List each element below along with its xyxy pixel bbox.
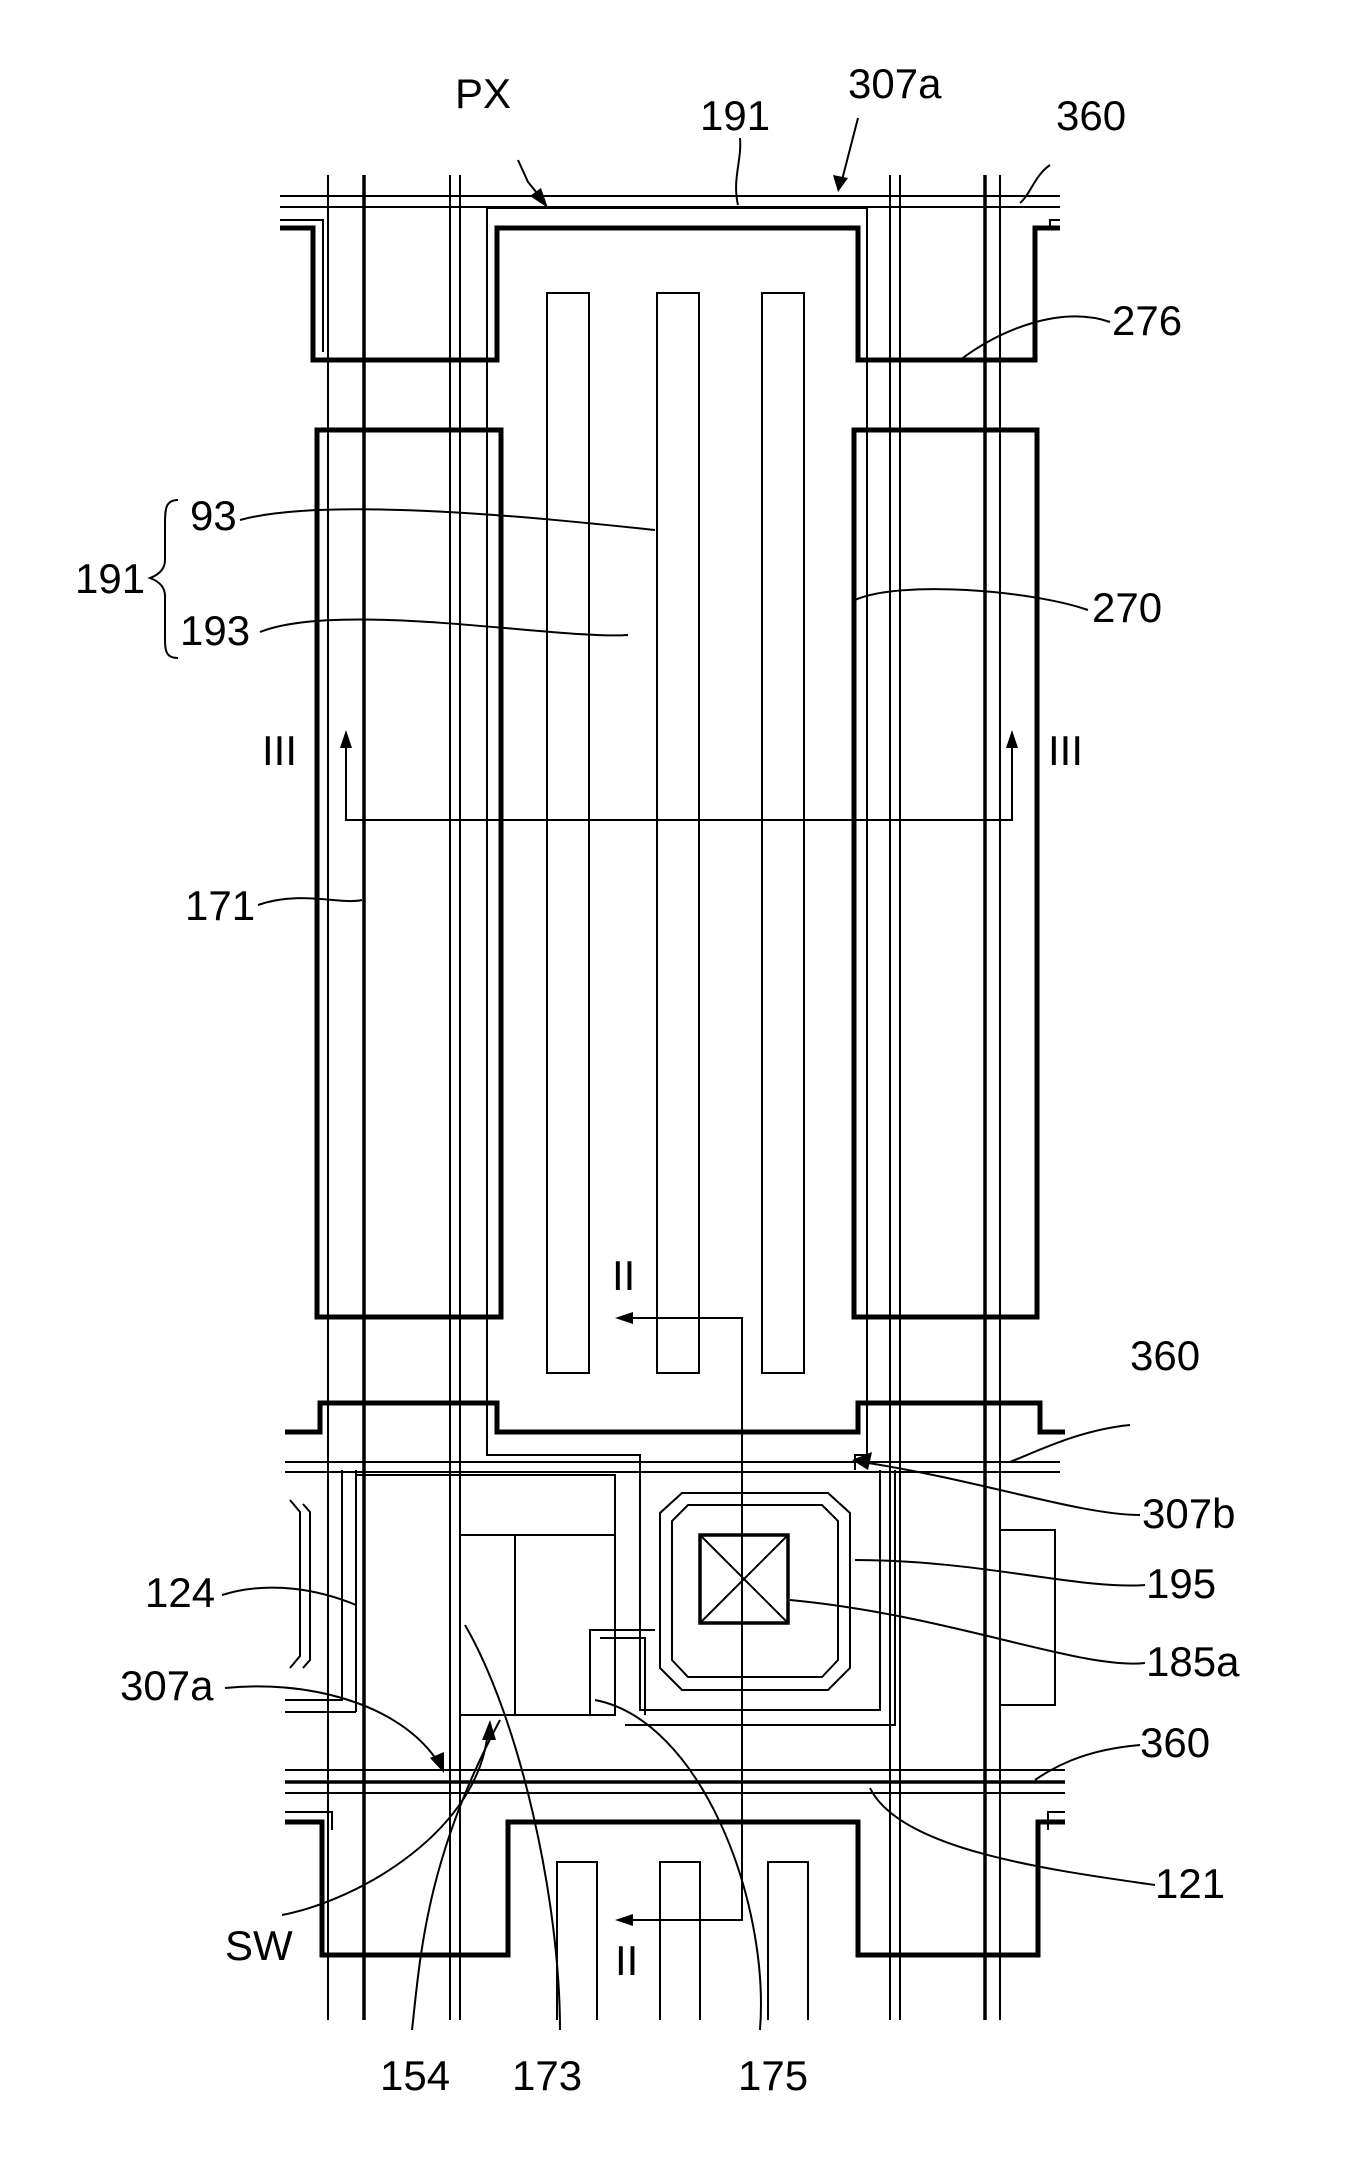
section-line-iii [340, 730, 1018, 820]
label-iii-right: III [1048, 727, 1083, 774]
label-sw: SW [225, 1922, 293, 1969]
label-360-mid: 360 [1130, 1332, 1200, 1379]
label-276: 276 [1112, 297, 1182, 344]
label-px: PX [455, 70, 511, 117]
label-360-top: 360 [1056, 92, 1126, 139]
label-191-top: 191 [700, 92, 770, 139]
contact-pad [660, 1493, 850, 1690]
label-iii-left: III [262, 727, 297, 774]
label-307a-top: 307a [848, 60, 942, 107]
label-307b: 307b [1142, 1490, 1235, 1537]
branch-electrodes [547, 293, 804, 1373]
label-175: 175 [738, 2052, 808, 2099]
label-195: 195 [1146, 1560, 1216, 1607]
label-154: 154 [380, 2052, 450, 2099]
label-173: 173 [512, 2052, 582, 2099]
label-ii-upper: II [612, 1252, 635, 1299]
lower-branch-electrodes [557, 1862, 808, 2020]
section-line-ii [615, 1312, 742, 1926]
neighbor-pixel-edges [285, 1470, 1055, 1712]
vertical-data-lines [328, 175, 1000, 2020]
top-bus-lines [280, 196, 1060, 207]
leader-lines [222, 118, 1155, 2030]
light-blocking-middle [285, 1403, 1065, 1432]
color-filter-blocks [317, 430, 1037, 1317]
brace-191 [150, 500, 178, 658]
label-124: 124 [145, 1569, 215, 1616]
gate-line [285, 1770, 1065, 1793]
label-193: 193 [180, 607, 250, 654]
mid-bus-lines [285, 1462, 1060, 1472]
label-171: 171 [185, 882, 255, 929]
label-360-low: 360 [1140, 1719, 1210, 1766]
label-307a-left: 307a [120, 1662, 214, 1709]
label-93: 93 [190, 492, 237, 539]
label-185a: 185a [1146, 1638, 1240, 1685]
pixel-electrode-outline [487, 208, 867, 1470]
label-270: 270 [1092, 584, 1162, 631]
thin-film-transistor [356, 1470, 895, 1725]
label-ii-lower: II [615, 1937, 638, 1984]
label-191-side: 191 [75, 555, 145, 602]
label-121: 121 [1155, 1860, 1225, 1907]
